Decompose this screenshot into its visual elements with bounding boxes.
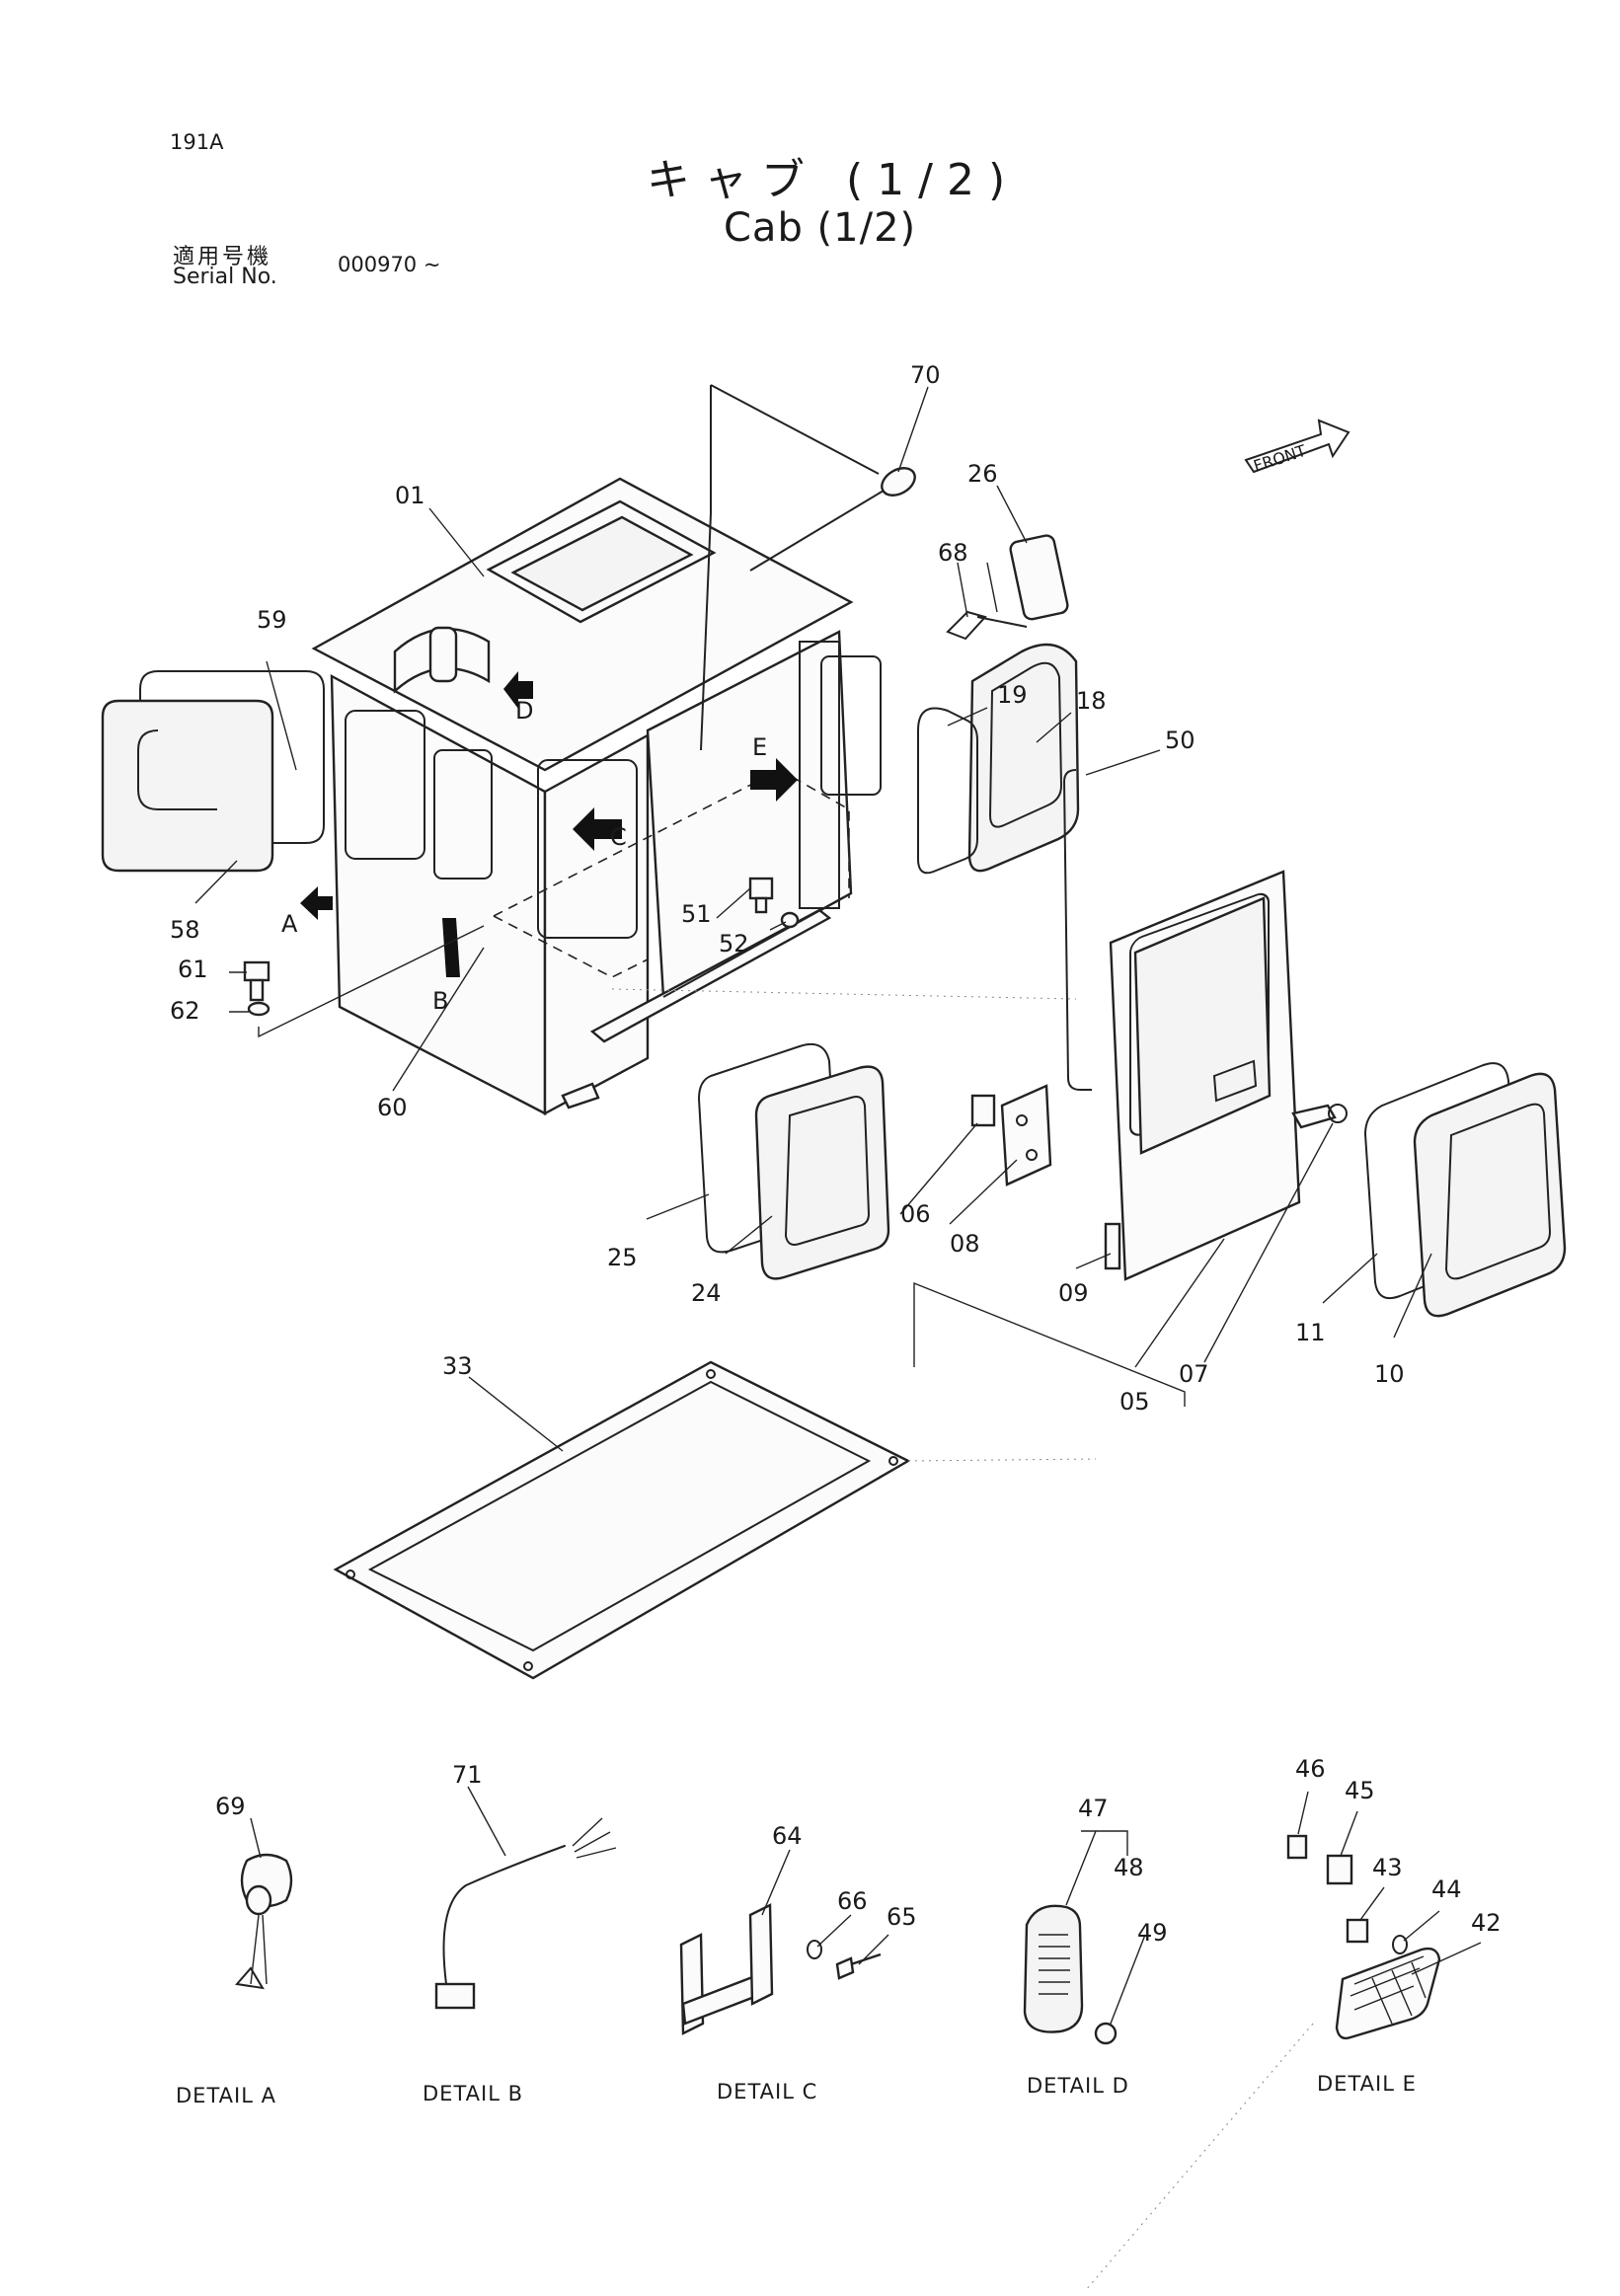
part-label-70: 70 [910, 361, 941, 389]
part-label-33: 33 [442, 1352, 473, 1380]
part-label-71: 71 [452, 1761, 483, 1789]
part-label-66: 66 [837, 1887, 868, 1915]
door-window-glass-18 [967, 643, 1080, 873]
serial-label-japanese: 適用号機 [173, 245, 272, 269]
leader-lines [194, 386, 1482, 2291]
part-label-62: 62 [170, 997, 200, 1025]
part-label-50: 50 [1165, 727, 1196, 754]
view-arrow-d-icon [503, 671, 533, 709]
part-label-65: 65 [887, 1903, 917, 1931]
page-code: 191A [170, 130, 224, 154]
part-label-11: 11 [1295, 1319, 1326, 1346]
part-label-09: 09 [1058, 1279, 1089, 1307]
view-arrow-e-icon [750, 758, 798, 802]
part-label-45: 45 [1345, 1777, 1375, 1804]
front-direction-arrow-icon: FRONT [1244, 419, 1350, 476]
side-window-left [101, 670, 325, 873]
part-label-68: 68 [938, 539, 968, 567]
part-label-46: 46 [1295, 1755, 1326, 1783]
part-label-19: 19 [997, 681, 1028, 709]
view-marker-d: D [515, 697, 533, 725]
detail-c-caption: DETAIL C [717, 2080, 817, 2104]
part-label-69: 69 [215, 1793, 246, 1820]
detail-d-caption: DETAIL D [1027, 2074, 1129, 2098]
part-label-06: 06 [900, 1200, 931, 1228]
view-marker-a: A [281, 910, 298, 938]
view-arrow-c-icon [573, 807, 622, 851]
part-label-48: 48 [1114, 1854, 1144, 1881]
bolt-51 [748, 877, 800, 929]
front-window-glass-24 [754, 1065, 890, 1280]
part-label-26: 26 [967, 460, 998, 488]
part-label-51: 51 [681, 900, 712, 928]
detail-captions: DETAIL A DETAIL B DETAIL C DETAIL D DETA… [176, 2072, 1417, 2107]
view-marker-e: E [752, 733, 767, 761]
part-label-01: 01 [395, 482, 425, 509]
part-label-10: 10 [1374, 1360, 1405, 1388]
floor-plate-33 [333, 1360, 911, 1680]
part-label-64: 64 [772, 1822, 803, 1850]
detail-a-caption: DETAIL A [176, 2084, 276, 2107]
part-label-25: 25 [607, 1244, 638, 1271]
part-label-47: 47 [1078, 1795, 1109, 1822]
part-label-59: 59 [257, 606, 287, 634]
view-marker-b: B [432, 987, 448, 1015]
part-label-08: 08 [950, 1230, 980, 1258]
detail-e-pocket [1286, 1834, 1441, 2040]
part-label-43: 43 [1372, 1854, 1403, 1881]
part-label-05: 05 [1119, 1388, 1150, 1416]
view-arrow-a-icon [300, 886, 333, 920]
mirror-26 [946, 534, 1069, 641]
part-label-52: 52 [719, 930, 749, 957]
latch-assembly [970, 1084, 1348, 1270]
view-markers: D C E A B [281, 671, 798, 1015]
detail-b-caption: DETAIL B [423, 2082, 523, 2105]
part-label-07: 07 [1179, 1360, 1209, 1388]
part-label-42: 42 [1471, 1909, 1502, 1937]
door-window-seal-19 [917, 707, 978, 875]
bolt-61 [243, 960, 270, 1017]
part-label-58: 58 [170, 916, 200, 944]
view-marker-c: C [610, 823, 627, 851]
title-japanese: キャブ (1/2) [647, 155, 1020, 205]
handle-bar-50 [1062, 769, 1092, 1091]
detail-c-bracket [679, 1903, 882, 2035]
part-label-61: 61 [178, 956, 208, 983]
part-label-24: 24 [691, 1279, 722, 1307]
detail-e-caption: DETAIL E [1317, 2072, 1417, 2096]
detail-b-harness [434, 1817, 617, 2010]
view-arrow-b-icon [442, 918, 460, 977]
cab-door [1109, 870, 1301, 1281]
detail-a-lamp [235, 1853, 293, 1990]
part-label-49: 49 [1137, 1919, 1168, 1947]
title-english: Cab (1/2) [724, 205, 917, 251]
detail-d-lamp [1023, 1904, 1118, 2045]
rear-window-glass-10 [1413, 1072, 1567, 1318]
part-label-60: 60 [377, 1094, 408, 1121]
part-label-18: 18 [1076, 687, 1107, 715]
part-label-44: 44 [1431, 1875, 1462, 1903]
serial-label-english: Serial No. [173, 265, 277, 289]
part-labels: 70 26 68 01 59 58 61 62 60 19 18 50 51 5… [170, 361, 1502, 1947]
serial-number-value: 000970 ~ [338, 253, 441, 276]
front-badge-text: FRONT [1251, 441, 1308, 476]
